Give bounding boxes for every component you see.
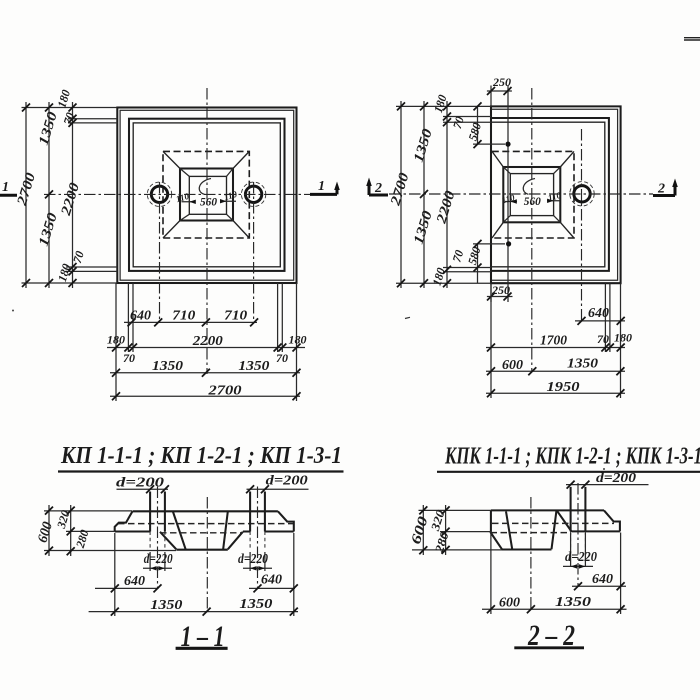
svg-text:250: 250 <box>491 283 510 297</box>
svg-text:d=200: d=200 <box>116 476 164 491</box>
svg-text:180: 180 <box>614 331 632 345</box>
svg-text:640: 640 <box>261 573 282 588</box>
svg-text:180: 180 <box>55 262 74 283</box>
svg-text:600: 600 <box>409 515 432 546</box>
svg-text:710: 710 <box>224 309 247 324</box>
svg-text:640: 640 <box>592 572 613 587</box>
svg-text:640: 640 <box>588 306 609 321</box>
svg-text:1350: 1350 <box>239 597 272 612</box>
svg-text:1: 1 <box>2 180 9 195</box>
svg-text:320: 320 <box>54 509 73 531</box>
svg-text:580: 580 <box>465 121 484 142</box>
svg-text:1700: 1700 <box>540 334 567 349</box>
svg-text:2700: 2700 <box>207 384 241 399</box>
svg-text:600: 600 <box>35 520 55 544</box>
svg-text:180: 180 <box>107 333 125 347</box>
svg-text:2700: 2700 <box>388 171 412 208</box>
svg-text:КПК 1-1-1 ; КПК 1-2-1 ; КПК 1-: КПК 1-1-1 ; КПК 1-2-1 ; КПК 1-3-1 <box>444 444 700 470</box>
svg-text:1350: 1350 <box>411 209 435 246</box>
svg-text:2700: 2700 <box>15 171 39 208</box>
svg-text:640: 640 <box>124 574 145 589</box>
svg-text:1350: 1350 <box>36 110 60 147</box>
svg-text:d=200: d=200 <box>596 471 636 486</box>
svg-text:70: 70 <box>450 115 467 131</box>
svg-text:110: 110 <box>500 192 516 205</box>
svg-text:1950: 1950 <box>547 380 580 395</box>
svg-text:180: 180 <box>429 266 448 287</box>
svg-text:560: 560 <box>524 194 541 208</box>
svg-text:70: 70 <box>276 351 288 365</box>
svg-text:2: 2 <box>374 181 382 196</box>
svg-text:2200: 2200 <box>59 181 83 218</box>
svg-text:70: 70 <box>597 332 609 346</box>
svg-text:580: 580 <box>465 245 484 266</box>
svg-text:560: 560 <box>200 195 217 209</box>
svg-text:280: 280 <box>73 528 92 550</box>
svg-text:600: 600 <box>502 358 523 373</box>
svg-text:110: 110 <box>547 190 563 203</box>
svg-text:1350: 1350 <box>567 357 598 372</box>
svg-text:250: 250 <box>492 75 511 89</box>
svg-text:280: 280 <box>432 530 452 555</box>
svg-text:180: 180 <box>54 88 73 109</box>
svg-text:d=220: d=220 <box>144 552 173 567</box>
svg-text:110: 110 <box>175 191 191 204</box>
svg-text:640: 640 <box>130 309 151 324</box>
svg-text:1350: 1350 <box>238 359 269 374</box>
svg-text:2200: 2200 <box>434 189 458 226</box>
svg-text:d=200: d=200 <box>266 474 308 489</box>
svg-text:180: 180 <box>289 333 307 347</box>
svg-text:1350: 1350 <box>411 127 435 164</box>
svg-text:70: 70 <box>449 248 466 264</box>
svg-text:180: 180 <box>431 93 450 114</box>
svg-text:600: 600 <box>499 596 520 611</box>
svg-text:d=220: d=220 <box>565 550 597 565</box>
svg-text:710: 710 <box>172 309 195 324</box>
svg-text:2200: 2200 <box>192 334 223 349</box>
svg-text:70: 70 <box>123 351 135 365</box>
svg-text:1350: 1350 <box>36 211 60 248</box>
svg-text:1350: 1350 <box>150 598 182 613</box>
svg-text:70: 70 <box>70 249 87 265</box>
svg-text:110: 110 <box>223 189 239 202</box>
svg-text:1: 1 <box>318 179 325 194</box>
svg-text:70: 70 <box>60 111 77 127</box>
svg-text:КП 1-1-1 ; КП 1-2-1 ; КП 1-3-1: КП 1-1-1 ; КП 1-2-1 ; КП 1-3-1 <box>60 443 342 469</box>
svg-text:d=220: d=220 <box>238 552 268 567</box>
svg-text:1350: 1350 <box>555 595 591 610</box>
svg-text:320: 320 <box>428 508 448 533</box>
svg-text:2: 2 <box>657 182 665 197</box>
svg-text:1350: 1350 <box>152 359 183 374</box>
